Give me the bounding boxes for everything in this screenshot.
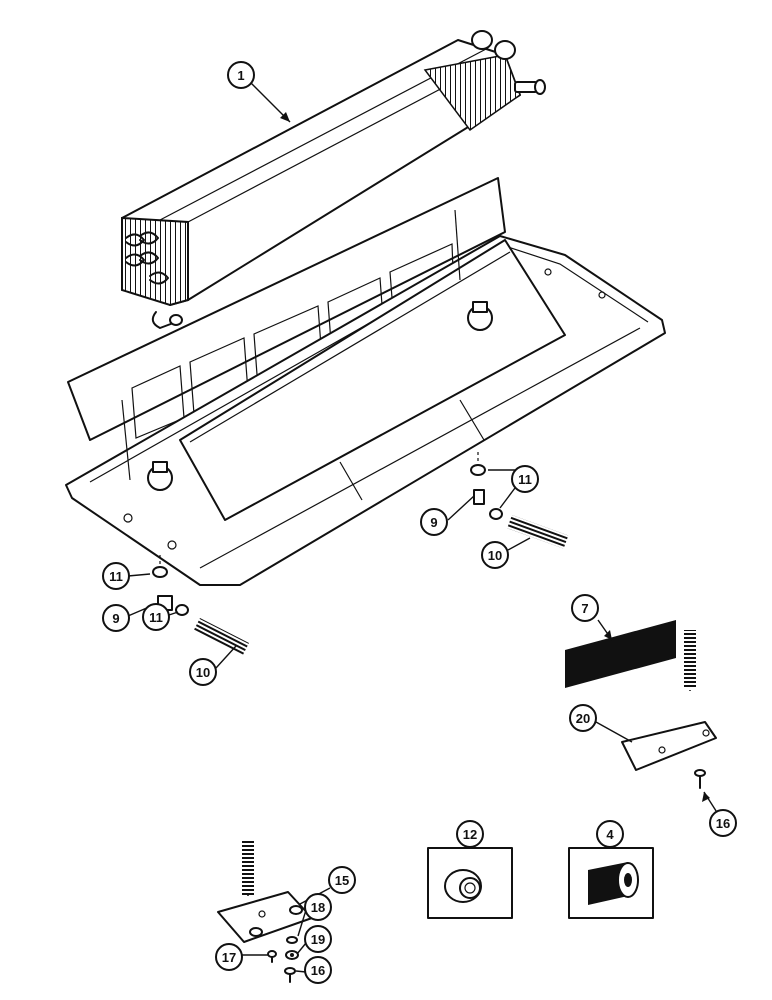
svg-text:12: 12: [463, 827, 477, 842]
svg-text:15: 15: [335, 873, 349, 888]
right-drain-assembly: [470, 452, 696, 691]
screw-right: [694, 769, 706, 789]
callout-16b: 16: [304, 956, 332, 984]
svg-text:17: 17: [222, 950, 236, 965]
clamp-left-lower: [175, 604, 189, 616]
roll-box: [568, 847, 654, 919]
elbow-right: [473, 489, 485, 505]
evaporator-core: [121, 30, 546, 329]
svg-text:19: 19: [311, 932, 325, 947]
callout-10a: 10: [189, 658, 217, 686]
svg-text:9: 9: [430, 515, 437, 530]
svg-text:9: 9: [112, 611, 119, 626]
svg-text:1: 1: [237, 68, 244, 83]
drain-fitting-right: [467, 301, 493, 331]
callout-19: 19: [304, 925, 332, 953]
grommet-box: [427, 847, 513, 919]
svg-text:11: 11: [109, 569, 123, 584]
left-drain-assembly: [152, 555, 288, 896]
svg-text:18: 18: [311, 900, 325, 915]
callout-11a: 11: [102, 562, 130, 590]
callout-11c: 11: [511, 465, 539, 493]
callout-15: 15: [328, 866, 356, 894]
core-tube-bends: [125, 231, 183, 329]
hardware-stack: [267, 936, 299, 983]
foam-strip: [565, 620, 676, 688]
clamp-right-upper: [470, 464, 486, 476]
svg-text:10: 10: [196, 665, 210, 680]
evaporator-housing: [65, 177, 666, 586]
svg-text:16: 16: [311, 963, 325, 978]
callout-17: 17: [215, 943, 243, 971]
mounting-bracket: [621, 721, 717, 771]
svg-text:16: 16: [716, 816, 730, 831]
drain-fitting-left: [147, 461, 173, 491]
svg-text:20: 20: [576, 711, 590, 726]
callout-4: 4: [596, 820, 624, 848]
callout-20: 20: [569, 704, 597, 732]
core-fittings: [471, 30, 546, 95]
callout-10b: 10: [481, 541, 509, 569]
callout-9a: 9: [102, 604, 130, 632]
svg-text:4: 4: [606, 827, 614, 842]
clamp-left-upper: [152, 566, 168, 578]
svg-text:7: 7: [581, 601, 588, 616]
callout-7: 7: [571, 594, 599, 622]
clamp-right-lower: [489, 508, 503, 520]
callout-18: 18: [304, 893, 332, 921]
svg-text:11: 11: [518, 472, 532, 487]
svg-text:10: 10: [488, 548, 502, 563]
callout-12: 12: [456, 820, 484, 848]
callout-9b: 9: [420, 508, 448, 536]
callout-16a: 16: [709, 809, 737, 837]
callout-1: 1: [227, 61, 255, 89]
callout-11b: 11: [142, 603, 170, 631]
svg-text:11: 11: [149, 610, 163, 625]
